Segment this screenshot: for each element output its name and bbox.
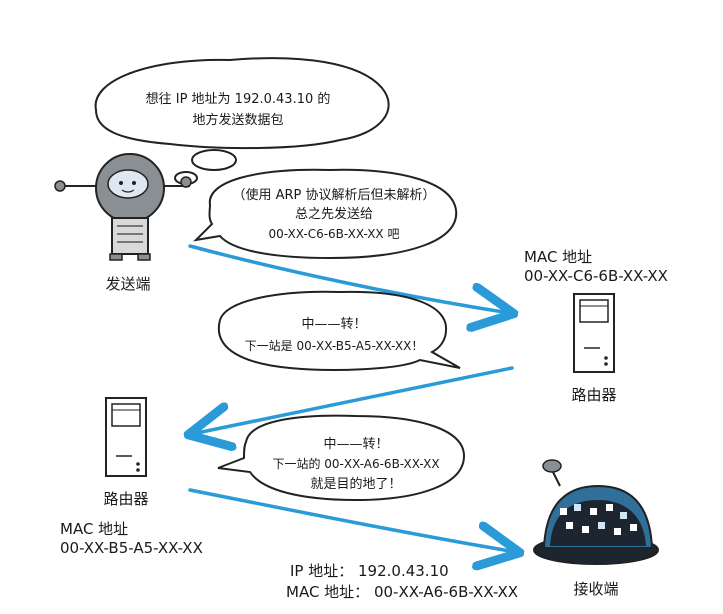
arrow-sender-to-router1 <box>188 244 510 313</box>
receiver-mac: MAC 地址： 00-XX-A6-6B-XX-XX <box>286 583 518 601</box>
speech3-line-3: 就是目的地了！ <box>310 476 401 492</box>
router2-icon <box>105 397 147 477</box>
router2-mac-label: MAC 地址 <box>60 520 128 538</box>
speech-bubble-1: （使用 ARP 协议解析后但未解析） 总之先发送给 00-XX-C6-6B-XX… <box>193 168 458 260</box>
router2-mac-value: 00-XX-B5-A5-XX-XX <box>60 539 203 557</box>
thought-bubble: 想往 IP 地址为 192.0.43.10 的 地方发送数据包 <box>94 57 390 185</box>
speech3-line-1: 中——转！ <box>323 437 388 452</box>
speech1-line-2: 总之先发送给 <box>295 206 373 222</box>
sender-label: 发送端 <box>105 275 150 293</box>
sender-robot-icon <box>54 153 192 261</box>
router2-name: 路由器 <box>103 490 148 508</box>
router1-name: 路由器 <box>571 386 616 404</box>
receiver-label: 接收端 <box>573 580 618 598</box>
speech1-line-3: 00-XX-C6-6B-XX-XX 吧 <box>269 227 400 241</box>
arrow-router1-to-router2 <box>192 366 514 434</box>
router1-mac-label: MAC 地址 <box>524 248 592 266</box>
thought-line-1: 想往 IP 地址为 192.0.43.10 的 <box>146 91 331 107</box>
speech2-line-1: 中——转！ <box>301 317 366 332</box>
speech-bubble-2: 中——转！ 下一站是 00-XX-B5-A5-XX-XX！ <box>217 290 461 371</box>
speech-bubble-3: 中——转！ 下一站的 00-XX-A6-6B-XX-XX 就是目的地了！ <box>217 414 466 502</box>
router1-mac-value: 00-XX-C6-6B-XX-XX <box>524 267 668 285</box>
arrow-router2-to-receiver <box>188 488 516 552</box>
speech1-line-1: （使用 ARP 协议解析后但未解析） <box>232 187 435 203</box>
receiver-robot-icon <box>533 459 659 565</box>
thought-line-2: 地方发送数据包 <box>192 112 283 128</box>
router1-icon <box>573 293 615 373</box>
receiver-ip: IP 地址： 192.0.43.10 <box>290 562 449 580</box>
speech2-line-2: 下一站是 00-XX-B5-A5-XX-XX！ <box>245 339 424 353</box>
speech3-line-2: 下一站的 00-XX-A6-6B-XX-XX <box>272 456 439 471</box>
